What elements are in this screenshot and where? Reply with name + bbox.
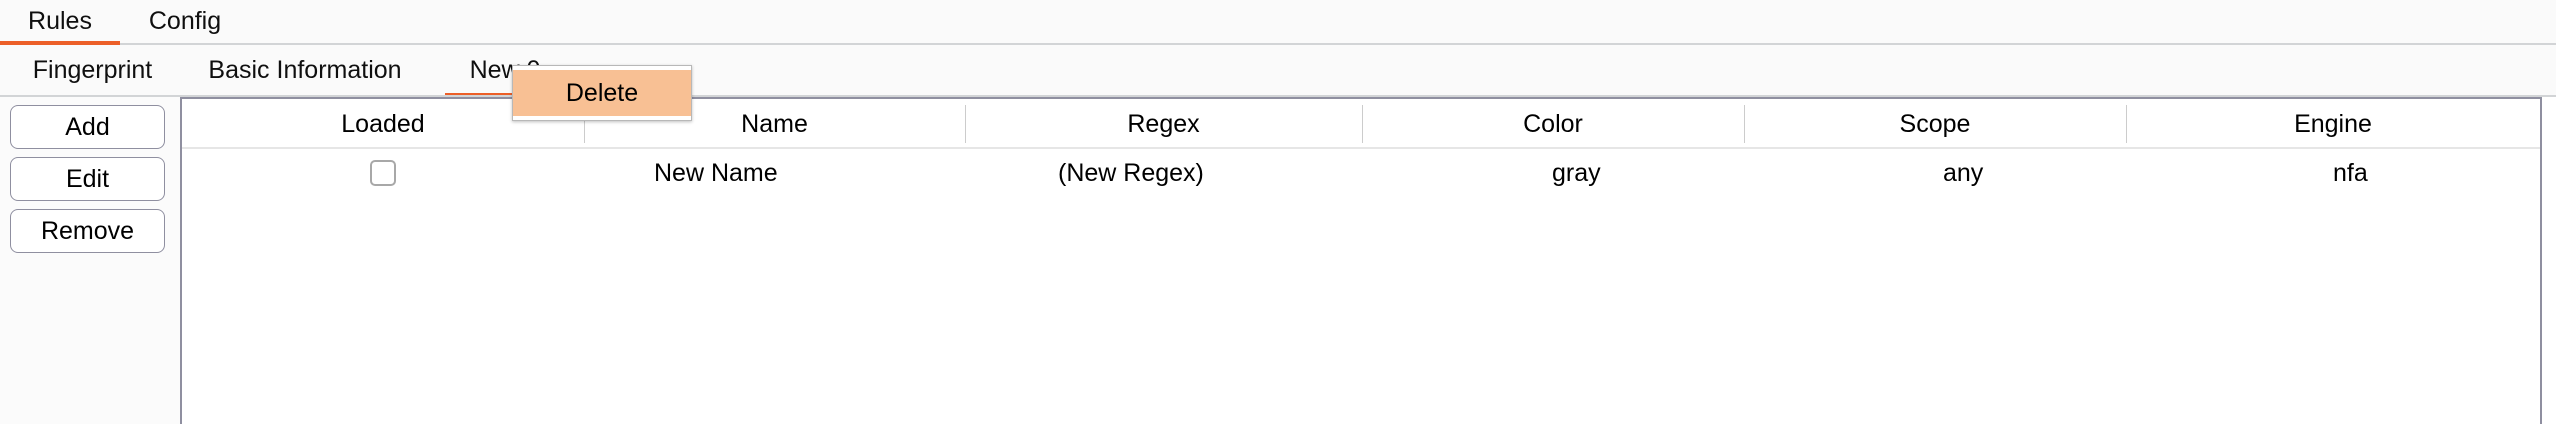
cell-name: New Name (584, 149, 965, 197)
column-divider-1[interactable] (584, 105, 585, 143)
column-header-color-label: Color (1523, 109, 1583, 138)
tab-rules[interactable]: Rules (0, 0, 120, 43)
edit-button[interactable]: Edit (10, 157, 165, 201)
tab-rules-label: Rules (28, 7, 92, 35)
remove-button[interactable]: Remove (10, 209, 165, 253)
column-header-loaded[interactable]: Loaded (182, 99, 584, 149)
cell-scope-value: any (1943, 158, 1984, 187)
tab-basic-information-label: Basic Information (208, 55, 402, 84)
cell-color: gray (1362, 149, 1744, 197)
table-row[interactable]: New Name (New Regex) gray any nfa (182, 149, 2540, 197)
tab-context-menu: Delete (512, 65, 692, 121)
cell-color-value: gray (1552, 158, 1601, 187)
column-divider-4[interactable] (1744, 105, 1745, 143)
rules-side-panel: Add Edit Remove (0, 97, 180, 424)
context-menu-item-delete[interactable]: Delete (513, 70, 691, 116)
cell-regex: (New Regex) (965, 149, 1362, 197)
column-divider-2[interactable] (965, 105, 966, 143)
column-header-loaded-label: Loaded (341, 109, 425, 138)
cell-loaded (182, 149, 584, 197)
cell-name-value: New Name (654, 158, 778, 187)
context-menu-item-delete-label: Delete (565, 78, 639, 107)
cell-engine-value: nfa (2333, 158, 2368, 187)
primary-tab-list: Rules Config (0, 0, 250, 43)
tab-basic-information[interactable]: Basic Information (185, 45, 425, 95)
cell-regex-value: (New Regex) (1058, 158, 1204, 187)
column-header-color[interactable]: Color (1362, 99, 1744, 149)
add-button-label: Add (65, 112, 110, 141)
secondary-tab-bar: Fingerprint Basic Information New 0 (0, 45, 2556, 97)
cell-scope: any (1744, 149, 2126, 197)
column-header-name[interactable]: Name (584, 99, 965, 149)
column-header-scope-label: Scope (1899, 109, 1971, 138)
tab-config-label: Config (148, 7, 222, 35)
primary-tab-bar: Rules Config (0, 0, 2556, 45)
column-header-scope[interactable]: Scope (1744, 99, 2126, 149)
edit-button-label: Edit (65, 164, 110, 193)
remove-button-label: Remove (40, 216, 135, 245)
secondary-tab-list: Fingerprint Basic Information New 0 (0, 45, 585, 95)
tab-rules-active-indicator (0, 41, 120, 45)
rules-table: Loaded Name Regex Color Scope Engine (180, 97, 2542, 424)
primary-tab-bar-baseline (0, 43, 2556, 45)
add-button[interactable]: Add (10, 105, 165, 149)
column-header-regex-label: Regex (1127, 109, 1200, 138)
tab-config[interactable]: Config (120, 0, 250, 43)
column-header-regex[interactable]: Regex (965, 99, 1362, 149)
content-top-divider (0, 95, 2556, 97)
cell-engine: nfa (2126, 149, 2540, 197)
tab-fingerprint-label: Fingerprint (32, 55, 153, 84)
column-header-name-label: Name (741, 109, 808, 138)
column-header-engine-label: Engine (2294, 109, 2372, 138)
tab-fingerprint[interactable]: Fingerprint (0, 45, 185, 95)
column-divider-5[interactable] (2126, 105, 2127, 143)
column-header-engine[interactable]: Engine (2126, 99, 2540, 149)
loaded-checkbox[interactable] (370, 160, 396, 186)
column-divider-3[interactable] (1362, 105, 1363, 143)
table-body: New Name (New Regex) gray any nfa (182, 149, 2540, 422)
